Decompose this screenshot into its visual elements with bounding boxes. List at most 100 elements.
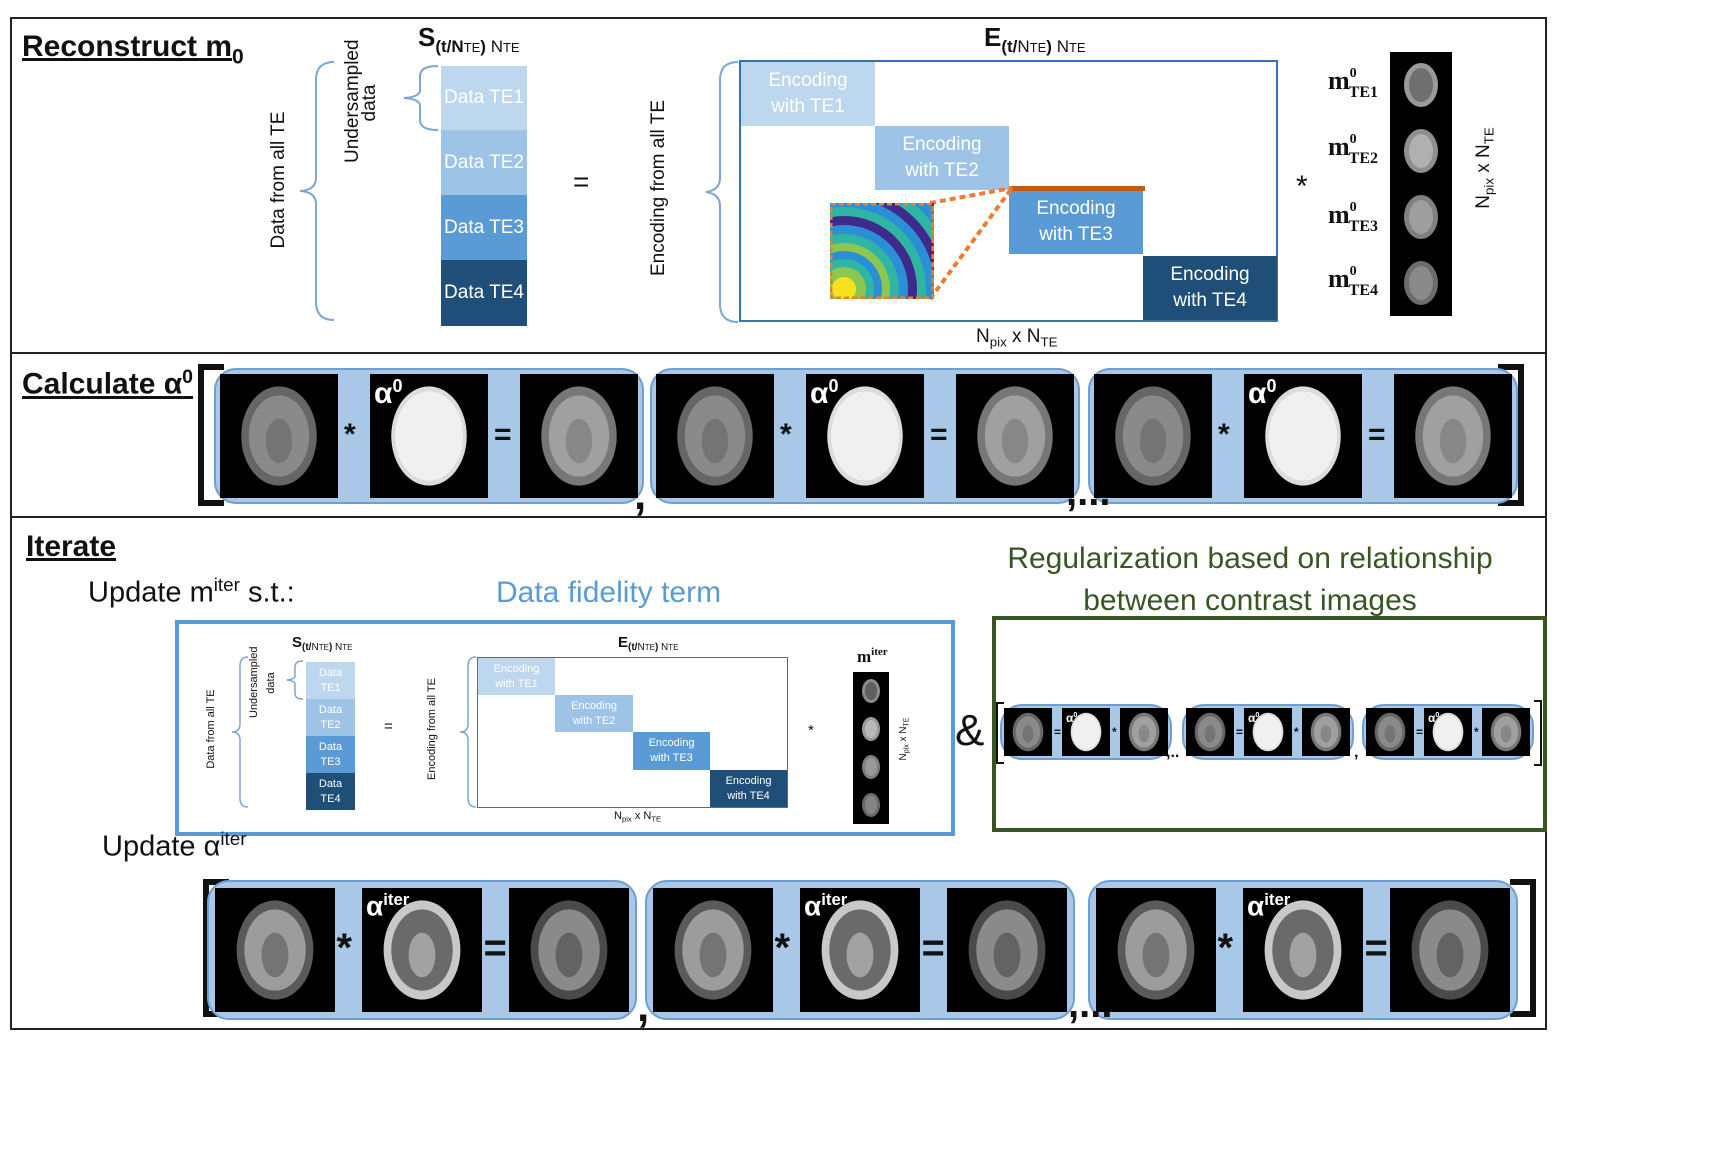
- brain-image: [509, 888, 629, 1012]
- brain-image: [220, 374, 338, 498]
- brain-shape: [827, 386, 903, 486]
- brain-image: [947, 888, 1067, 1012]
- brain-shape: [383, 900, 461, 1000]
- mini-enc-brace: [459, 656, 477, 808]
- calculate-alpha-title: Calculate α0: [22, 366, 194, 401]
- mini-undersampled-brace: [286, 660, 304, 700]
- brain-shape: [530, 900, 608, 1000]
- times-operator: *: [780, 418, 792, 451]
- m0-image-column: [1390, 52, 1452, 316]
- brain-shape: [1411, 900, 1489, 1000]
- brain-image: [1096, 888, 1216, 1012]
- brain-image: [1482, 708, 1530, 756]
- alpha-label: α0: [1428, 710, 1440, 725]
- alpha-label: αiter: [366, 890, 410, 922]
- brain-shape: [541, 386, 617, 486]
- enc-te2-cell: Encoding with TE2: [875, 126, 1009, 190]
- mini-encoding-from-all-te: Encoding from all TE: [426, 678, 438, 780]
- equals-operator: =: [1054, 724, 1062, 739]
- reg-left-bracket: [996, 702, 1004, 764]
- brain-image: [1004, 708, 1052, 756]
- equals-operator: =: [494, 418, 512, 451]
- enc-te1-cell: Encoding with TE1: [741, 62, 875, 126]
- brain-shape: [1128, 712, 1160, 752]
- alpha-label: α0: [1248, 376, 1277, 410]
- brain-shape: [236, 900, 314, 1000]
- undersampled-brace: [403, 65, 439, 131]
- brain-image: [862, 793, 880, 817]
- brain-image: [862, 679, 880, 703]
- times-operator: *: [1294, 724, 1299, 739]
- alpha-map-image: [370, 374, 488, 498]
- alpha-label: αiter: [804, 890, 848, 922]
- enc-te3-cell: Encoding with TE3: [1009, 190, 1143, 254]
- alpha-map-image: [800, 888, 920, 1012]
- update-alpha-label: Update αiter: [102, 828, 247, 863]
- equals-operator: =: [1364, 926, 1388, 970]
- alpha-map-image: [1244, 374, 1362, 498]
- encoding-brace: [705, 61, 739, 323]
- mini-undersampled-data: data: [265, 672, 277, 694]
- brain-image: [653, 888, 773, 1012]
- mini-npix-label: Npix x NTE: [614, 810, 662, 824]
- m-te3-label: m0TE3: [1328, 200, 1379, 235]
- iter-ellipsis: ,...: [1068, 982, 1113, 1026]
- brain-shape: [821, 900, 899, 1000]
- brain-shape: [1117, 900, 1195, 1000]
- data-te3-cell: Data TE3: [441, 195, 527, 260]
- m-iter-label: miter: [857, 646, 888, 666]
- m-te4-label: m0TE4: [1328, 264, 1379, 299]
- reconstruct-title: Reconstruct m0: [22, 30, 244, 69]
- brain-image: [1404, 63, 1438, 107]
- fidelity-box: [175, 620, 955, 836]
- alpha-label: α0: [1066, 710, 1078, 725]
- zoom-lines: [928, 186, 1014, 301]
- equals-operator: =: [1416, 724, 1424, 739]
- phase-pattern-image: [830, 203, 934, 299]
- reg-right-bracket: [1534, 700, 1542, 766]
- brain-image: [1366, 708, 1414, 756]
- brain-shape: [1252, 712, 1284, 752]
- npix-x-nte-label: Npix x NTE: [976, 326, 1058, 350]
- brain-image: [956, 374, 1074, 498]
- mini-e-label: E(t/NTE) NTE: [618, 634, 679, 653]
- alpha-label: α0: [1248, 710, 1260, 725]
- brain-image: [1394, 374, 1512, 498]
- brain-image: [1094, 374, 1212, 498]
- brain-shape: [968, 900, 1046, 1000]
- m-te2-label: m0TE2: [1328, 132, 1379, 167]
- times-operator: *: [1112, 724, 1117, 739]
- times-operator: *: [344, 418, 356, 451]
- brain-image: [1404, 129, 1438, 173]
- orange-highlight-bar: [1009, 186, 1145, 191]
- e-label: E(t/NTE) NTE: [984, 22, 1086, 56]
- mini-all-te-brace: [231, 656, 249, 808]
- regularization-label: Regularization based on relationship bet…: [1007, 542, 1493, 617]
- right-bracket: [1498, 364, 1524, 506]
- times-operator: *: [1218, 418, 1230, 451]
- brain-image: [862, 717, 880, 741]
- m-te1-label: m0TE1: [1328, 66, 1379, 101]
- brain-shape: [1265, 386, 1341, 486]
- brain-shape: [674, 900, 752, 1000]
- data-fidelity-label: Data fidelity term: [496, 576, 722, 609]
- alpha-label: α0: [810, 376, 839, 410]
- calc-ellipsis: ,...: [1066, 470, 1111, 514]
- m-iter-image-column: [853, 672, 889, 824]
- mini-undersampled: Undersampled: [248, 646, 260, 718]
- mini-s-label: S(t/NTE) NTE: [292, 634, 353, 653]
- equals-operator: =: [921, 926, 945, 970]
- undersampled-label-2: data: [359, 84, 380, 122]
- reg-comma-ellipsis: ,..: [1166, 744, 1180, 761]
- brain-shape: [977, 386, 1053, 486]
- equals-operator: =: [483, 926, 507, 970]
- data-te4-cell: Data TE4: [441, 260, 527, 326]
- data-from-all-te-label: Data from all TE: [268, 111, 289, 249]
- mini-npix-vertical: Npix x NTE: [898, 717, 911, 761]
